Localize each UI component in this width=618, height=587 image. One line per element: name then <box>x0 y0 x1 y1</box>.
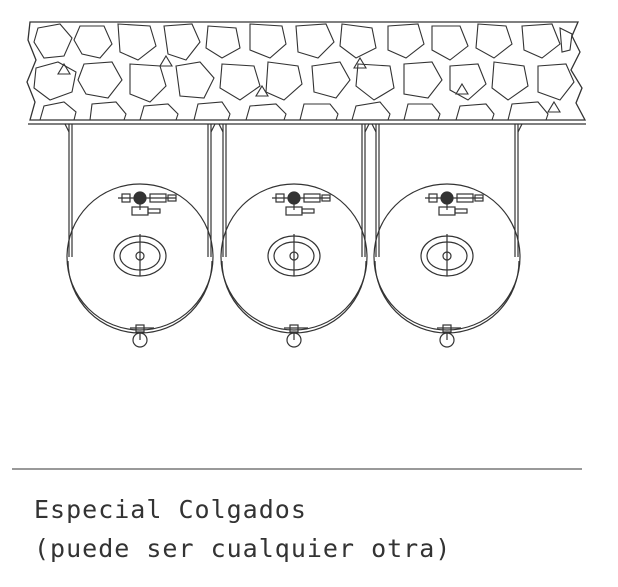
bracket-right <box>210 123 216 133</box>
tank-body <box>66 183 214 331</box>
stone-blocks <box>33 23 575 121</box>
tank-body <box>220 183 368 331</box>
bracket-right <box>517 123 523 133</box>
valve-cap <box>321 194 331 202</box>
tank-body <box>373 183 521 331</box>
caption-line-1: Especial Colgados <box>34 495 307 524</box>
manway-handle <box>442 251 452 261</box>
valve-body <box>303 193 321 203</box>
outlet-handwheel <box>439 332 455 348</box>
bracket-right <box>364 123 370 133</box>
valve-body <box>149 193 167 203</box>
bracket-left <box>64 123 70 133</box>
outlet-handwheel <box>286 332 302 348</box>
manway-handle <box>135 251 145 261</box>
valve-wheel <box>133 191 147 205</box>
valve-cap <box>167 194 177 202</box>
thermometer-stub <box>301 208 315 214</box>
valve-wheel <box>440 191 454 205</box>
tank <box>371 123 523 348</box>
outlet-handwheel <box>132 332 148 348</box>
caption-line-2: (puede ser cualquier otra) <box>34 534 452 563</box>
valve-body <box>121 193 131 203</box>
tanks-group <box>64 123 523 348</box>
valve-body <box>456 193 474 203</box>
bracket-left <box>218 123 224 133</box>
stone-ceiling <box>26 21 587 125</box>
valve-cap <box>474 194 484 202</box>
ceiling-outline <box>26 21 587 121</box>
thermometer-stub <box>454 208 468 214</box>
tank <box>64 123 216 348</box>
bracket-left <box>371 123 377 133</box>
thermometer-stub <box>147 208 161 214</box>
valve-wheel <box>287 191 301 205</box>
manway-handle <box>289 251 299 261</box>
valve-body <box>428 193 438 203</box>
tank <box>218 123 370 348</box>
valve-body <box>275 193 285 203</box>
